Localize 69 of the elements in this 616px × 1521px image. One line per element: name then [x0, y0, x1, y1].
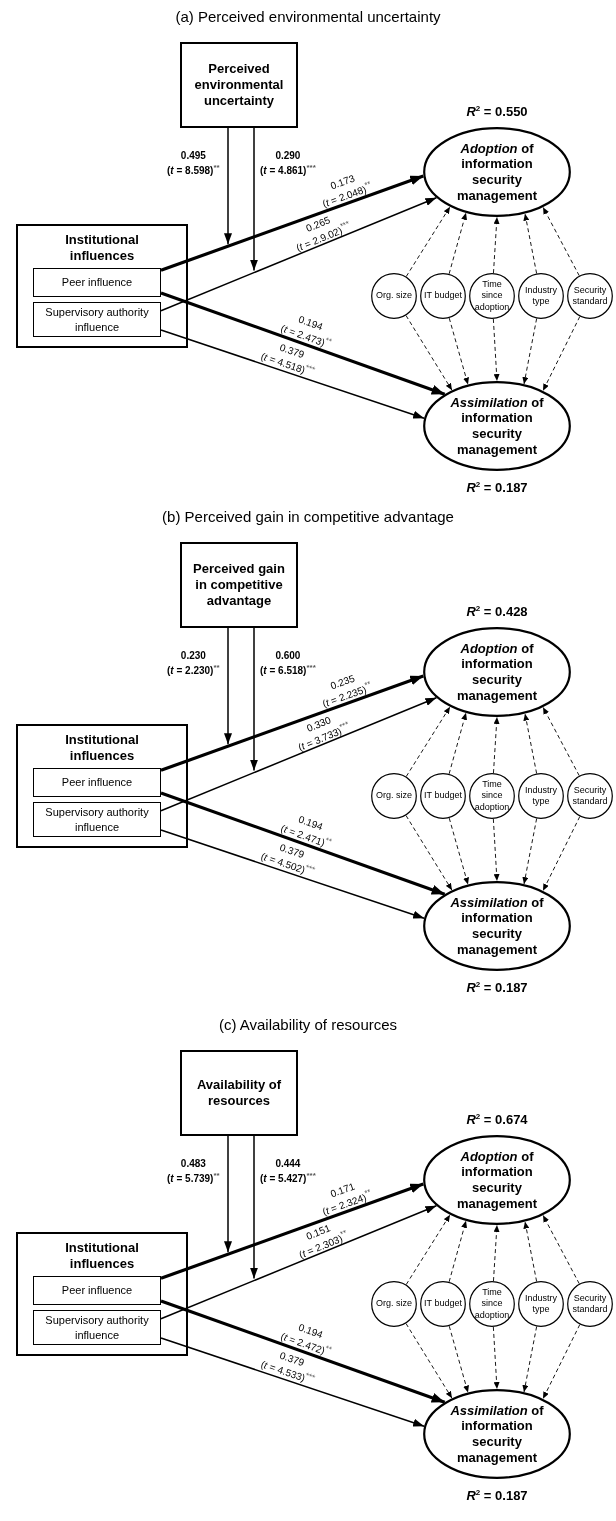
- path-coefficient: 0.230 (t = 2.230)$^{**}$: [167, 650, 220, 678]
- construct-ellipse: Adoption of information security management: [423, 627, 571, 717]
- path-arrow: [160, 329, 425, 419]
- moderating-arrow: [224, 627, 232, 745]
- path-arrow: [160, 674, 424, 772]
- control-circle: Industry type: [518, 273, 564, 319]
- r-squared-label: R$^{2}$ = 0.187: [466, 1488, 528, 1504]
- moderator-box: Perceived environmental uncertainty: [180, 42, 298, 128]
- path-coefficient: 0.290 (t = 4.861)$^{***}$: [260, 150, 316, 178]
- control-circle: Time since adoption: [469, 773, 515, 819]
- path-arrow: [160, 1299, 446, 1404]
- r-squared-label: R$^{2}$ = 0.187: [466, 480, 528, 496]
- construct-group-box: [16, 1232, 188, 1356]
- group-title: Institutional influences: [64, 732, 140, 765]
- moderator-box: Availability of resources: [180, 1050, 298, 1136]
- path-arrow: [160, 1182, 424, 1280]
- construct-box: Supervisory authority influence: [33, 302, 161, 337]
- path-arrow: [160, 174, 424, 272]
- r-squared-label: R$^{2}$ = 0.550: [466, 104, 528, 120]
- control-circle: IT budget: [420, 1281, 466, 1327]
- r-squared-label: R$^{2}$ = 0.674: [466, 1112, 528, 1128]
- path-arrow: [160, 791, 446, 896]
- construct-ellipse: Assimilation of information security management: [423, 381, 571, 471]
- construct-group-box: [16, 224, 188, 348]
- control-circle: Security standard: [567, 1281, 613, 1327]
- group-title: Institutional influences: [64, 1240, 140, 1273]
- construct-box: Peer influence: [33, 768, 161, 797]
- moderator-box: Perceived gain in competitive advantage: [180, 542, 298, 628]
- control-circle: Org. size: [371, 773, 417, 819]
- construct-box: Peer influence: [33, 1276, 161, 1305]
- control-circle: IT budget: [420, 273, 466, 319]
- path-arrow: [160, 197, 438, 312]
- control-circle: Time since adoption: [469, 1281, 515, 1327]
- path-arrow: [160, 697, 438, 812]
- construct-ellipse: Assimilation of information security management: [423, 1389, 571, 1479]
- panel-title: (b) Perceived gain in competitive advantage: [161, 508, 455, 525]
- control-circle: IT budget: [420, 773, 466, 819]
- control-circle: Security standard: [567, 773, 613, 819]
- path-coefficient: 0.483 (t = 5.739)$^{**}$: [167, 1158, 220, 1186]
- control-circle: Industry type: [518, 1281, 564, 1327]
- construct-ellipse: Assimilation of information security management: [423, 881, 571, 971]
- control-circle: Industry type: [518, 773, 564, 819]
- construct-box: Supervisory authority influence: [33, 1310, 161, 1345]
- panel-title: (c) Availability of resources: [217, 1016, 399, 1033]
- group-title: Institutional influences: [64, 232, 140, 265]
- path-coefficient: 0.444 (t = 5.427)$^{***}$: [260, 1158, 316, 1186]
- path-coefficient: 0.495 (t = 8.598)$^{**}$: [167, 150, 220, 178]
- control-circle: Time since adoption: [469, 273, 515, 319]
- path-coefficient: 0.600 (t = 6.518)$^{***}$: [260, 650, 316, 678]
- r-squared-label: R$^{2}$ = 0.428: [466, 604, 528, 620]
- moderating-arrow: [224, 127, 232, 245]
- construct-ellipse: Adoption of information security management: [423, 1135, 571, 1225]
- moderating-arrow: [224, 1135, 232, 1253]
- control-circle: Org. size: [371, 1281, 417, 1327]
- path-arrow: [160, 1205, 438, 1320]
- panel-title: (a) Perceived environmental uncertainty: [174, 8, 442, 25]
- construct-group-box: [16, 724, 188, 848]
- control-circle: Org. size: [371, 273, 417, 319]
- control-circle: Security standard: [567, 273, 613, 319]
- moderating-arrow: [250, 127, 258, 272]
- moderating-arrow: [250, 1135, 258, 1280]
- path-arrow: [160, 829, 425, 919]
- construct-box: Peer influence: [33, 268, 161, 297]
- r-squared-label: R$^{2}$ = 0.187: [466, 980, 528, 996]
- moderating-arrow: [250, 627, 258, 772]
- construct-box: Supervisory authority influence: [33, 802, 161, 837]
- path-arrow: [160, 291, 446, 396]
- construct-ellipse: Adoption of information security management: [423, 127, 571, 217]
- path-arrow: [160, 1337, 425, 1427]
